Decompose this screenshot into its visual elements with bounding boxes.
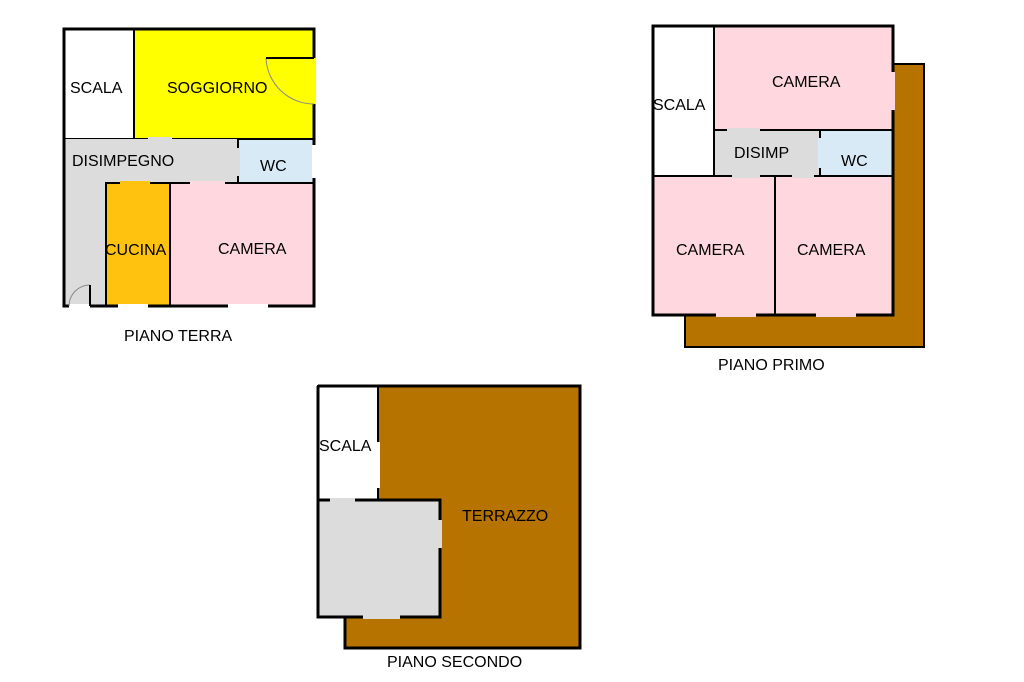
ground-floor-plan: SCALA SOGGIORNO DISIMPEGNO WC CUCINA CAM… — [62, 27, 316, 345]
ff-label-scala: SCALA — [653, 97, 706, 114]
gf-label-wc: WC — [260, 158, 287, 175]
sf-stair-room — [317, 385, 379, 501]
sf-label-terrazzo: TERRAZZO — [462, 508, 548, 525]
gf-label-scala: SCALA — [70, 80, 123, 97]
gf-living-room — [133, 28, 315, 140]
gf-stair-room — [63, 28, 135, 140]
ff-outer-wall — [651, 24, 895, 317]
gf-label-soggiorno: SOGGIORNO — [167, 80, 267, 97]
ff-bedroom-right — [774, 175, 894, 316]
ff-label-camera-right: CAMERA — [797, 242, 866, 259]
gf-hallway — [64, 139, 238, 183]
sf-covered-room — [316, 498, 442, 619]
gf-label-disimpegno: DISIMPEGNO — [72, 153, 174, 170]
gf-wc-room — [237, 138, 315, 184]
sf-outer-wall — [318, 384, 582, 650]
gf-title: PIANO TERRA — [124, 328, 233, 345]
first-floor-plan: SCALA CAMERA DISIMP WC CAMERA CAMERA PIA… — [651, 24, 925, 374]
second-floor-plan: SCALA TERRAZZO PIANO SECONDO — [316, 384, 582, 671]
gf-hallway-vertical — [64, 183, 106, 306]
ff-title: PIANO PRIMO — [718, 357, 825, 374]
ff-label-camera-left: CAMERA — [676, 242, 745, 259]
gf-door-swing — [265, 57, 315, 105]
ff-label-camera-top: CAMERA — [772, 74, 841, 91]
gf-label-camera: CAMERA — [218, 241, 287, 258]
ff-bedroom-left — [652, 175, 776, 316]
ff-label-disimp: DISIMP — [734, 145, 789, 162]
sf-title: PIANO SECONDO — [387, 654, 522, 671]
gf-label-cucina: CUCINA — [105, 242, 167, 259]
ff-hallway — [713, 129, 821, 177]
ff-bedroom-top — [713, 25, 894, 131]
ff-label-wc: WC — [841, 153, 868, 170]
sf-label-scala: SCALA — [319, 438, 372, 455]
gf-entrance-swing — [68, 284, 91, 307]
